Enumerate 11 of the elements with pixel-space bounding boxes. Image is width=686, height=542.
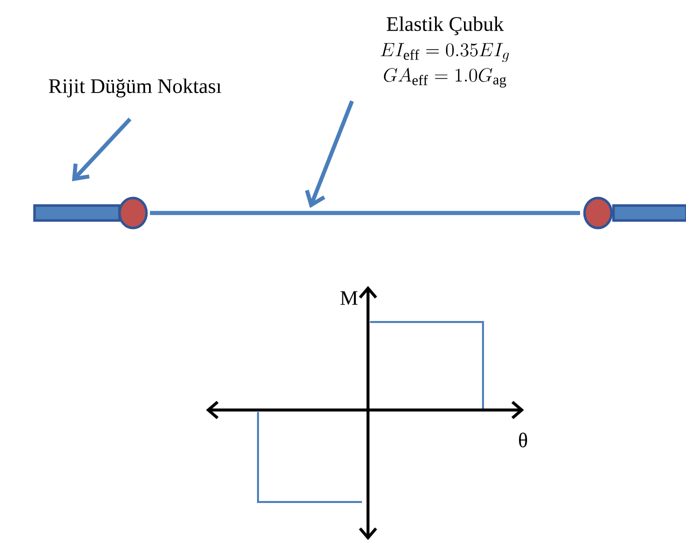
hinge-circle <box>118 196 148 230</box>
hinge-circle <box>583 196 613 230</box>
member-bar <box>33 204 121 222</box>
heading-text: Elastik Çubuk $EI_{\mathrm{eff}} = 0.35EI_{g}$ $GA_{\mathrm{eff}} = 1.0G_{\mathrm{ag}}$ <box>380 16 509 88</box>
member-bar <box>150 210 580 216</box>
axis-label: M <box>340 291 358 305</box>
leader-arrow <box>304 100 354 208</box>
callout-text: Rijit Düğüm Noktası <box>48 78 222 98</box>
axis-label: θ <box>519 432 528 448</box>
member-bar <box>612 204 686 222</box>
leader-arrow <box>72 118 132 182</box>
